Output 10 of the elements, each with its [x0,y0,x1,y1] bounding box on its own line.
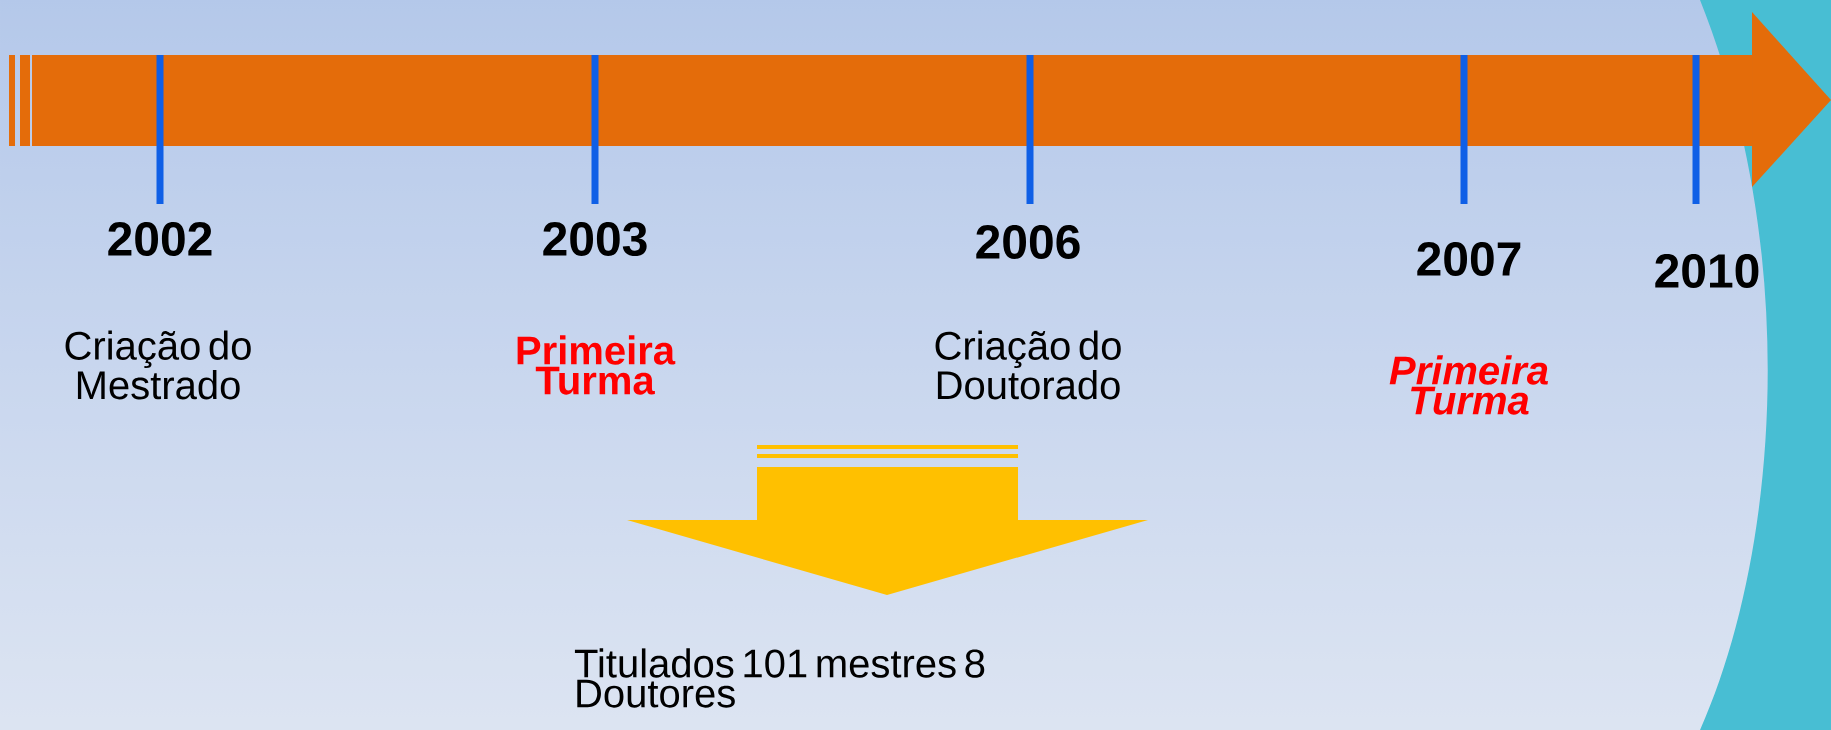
year-label: 2010 [1655,254,1759,288]
milestone-text: Criação do Doutorado [935,330,1121,400]
year-label: 2002 [108,222,212,256]
milestone-text: Criação do Mestrado [65,330,251,400]
year-label: 2006 [976,225,1080,259]
year-label: 2003 [543,222,647,257]
milestone-text: Primeira Turma [1389,355,1548,415]
year-label: 2007 [1417,242,1521,276]
result-text: Titulados 101 mestres 8 Doutores [574,648,985,708]
milestone-text: Primeira Turma [517,335,676,395]
